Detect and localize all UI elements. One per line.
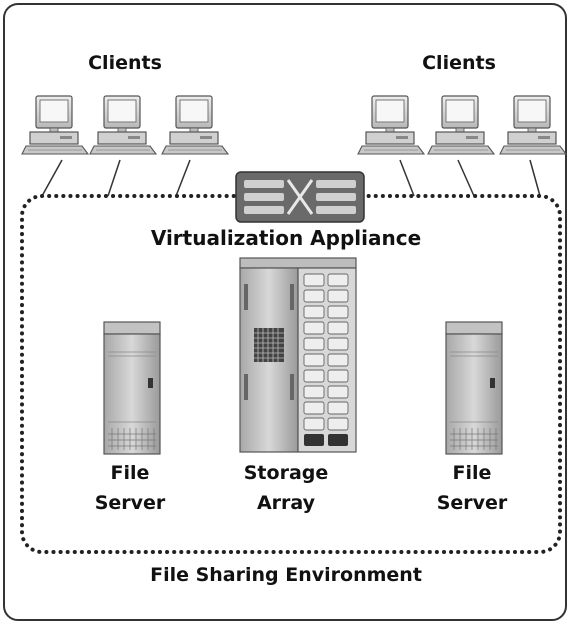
file-server-left-label-line2: Server — [94, 492, 166, 514]
file-server-right-label-line2: Server — [436, 492, 508, 514]
file-server-icon — [103, 321, 161, 455]
storage-array-label-line2: Array — [256, 492, 316, 514]
file-server-icon — [445, 321, 503, 455]
storage-array-label-line1: Storage — [243, 462, 329, 484]
clients-right-label: Clients — [422, 52, 496, 74]
storage-array-icon — [239, 257, 357, 453]
virtualization-appliance-icon — [235, 171, 365, 223]
file-sharing-environment-label: File Sharing Environment — [150, 564, 422, 586]
virtualization-appliance-label: Virtualization Appliance — [150, 226, 422, 250]
client-connection-lines — [41, 159, 541, 197]
clients-left-label: Clients — [88, 52, 162, 74]
file-server-right-label-line1: File — [452, 462, 492, 484]
file-server-left-label-line1: File — [110, 462, 150, 484]
